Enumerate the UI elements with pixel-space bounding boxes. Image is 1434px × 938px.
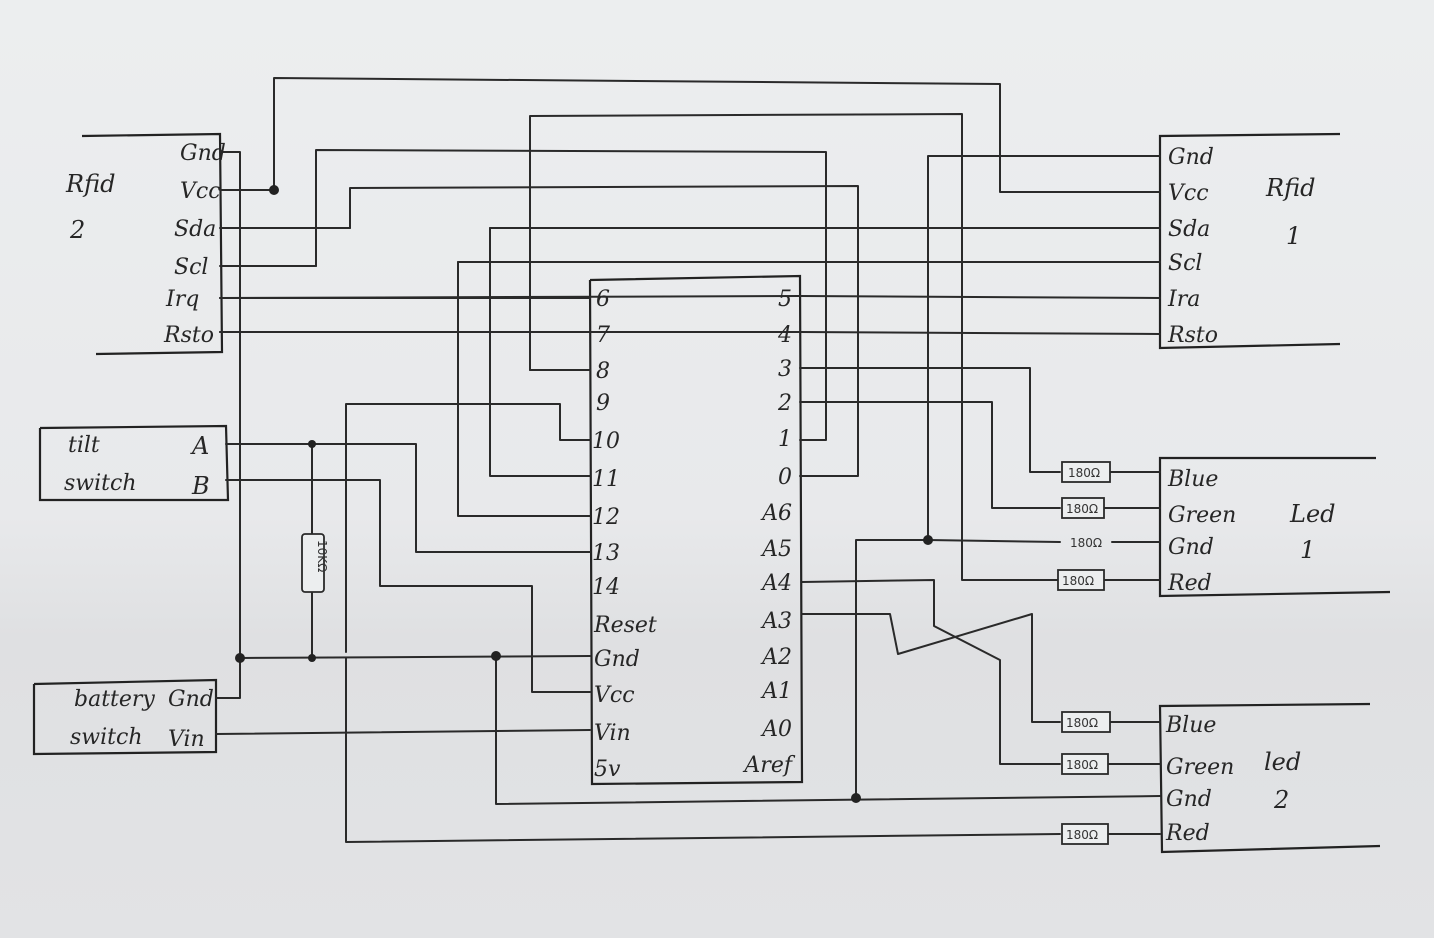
arduino-pin-a3: A3 (760, 609, 792, 634)
led1-resistor-red: 180Ω (1062, 574, 1094, 588)
rfid2-pin-vcc: Vcc (180, 179, 221, 204)
led1-pin-green: Green (1168, 503, 1236, 528)
pulldown-resistor-label: 10KΩ (315, 540, 329, 572)
arduino-pin-7: 7 (596, 323, 610, 348)
tilt-switch-box (38, 424, 230, 502)
led1-pin-gnd: Gnd (1168, 535, 1214, 560)
rfid2-labels: Rfid 2 Gnd Vcc Sda Scl Irq Rsto (65, 141, 226, 348)
battery-switch-box (32, 678, 218, 756)
arduino-pin-0: 0 (778, 465, 792, 490)
arduino-pin-1: 1 (778, 427, 792, 452)
arduino-pin-4: 4 (777, 323, 792, 348)
tilt-switch-title-line2: switch (64, 471, 137, 496)
battery-switch-pin-vin: Vin (168, 727, 205, 752)
led2-resistor-red: 180Ω (1066, 828, 1098, 842)
led1-pin-blue: Blue (1167, 467, 1218, 492)
led1-labels: Blue Green Gnd Red Led 1 (1167, 467, 1336, 596)
led1-resistor-blue: 180Ω (1068, 466, 1100, 480)
led2-labels: Blue Green Gnd Red led 2 (1165, 713, 1301, 846)
arduino-board (588, 274, 804, 786)
led2-module (1158, 702, 1381, 854)
rfid1-pin-ira: Ira (1167, 287, 1200, 312)
rfid2-pin-rsto: Rsto (163, 323, 214, 348)
tilt-switch-pin-b: B (191, 472, 210, 500)
rfid1-pin-sda: Sda (1168, 217, 1210, 242)
led2-pin-green: Green (1166, 755, 1234, 780)
tilt-switch-labels: tilt switch A B (64, 432, 210, 500)
rfid1-title: Rfid (1265, 174, 1315, 202)
arduino-pin-a6: A6 (760, 501, 792, 526)
battery-switch-pin-gnd: Gnd (168, 687, 214, 712)
rfid1-module (1158, 132, 1341, 350)
junctions (235, 185, 933, 803)
led1-resistor-gnd: 180Ω (1070, 536, 1102, 550)
led2-number: 2 (1273, 786, 1289, 814)
arduino-pin-a4: A4 (760, 571, 792, 596)
arduino-pin-12: 12 (592, 505, 620, 530)
rfid1-pin-vcc: Vcc (1168, 181, 1209, 206)
arduino-pin-8: 8 (596, 359, 610, 384)
arduino-pin-vin: Vin (594, 721, 631, 746)
battery-switch-title-line2: switch (70, 725, 143, 750)
led2-pin-red: Red (1165, 821, 1210, 846)
arduino-pin-a0: A0 (760, 717, 792, 742)
rfid1-number: 1 (1286, 222, 1301, 250)
led2-resistors: 180Ω 180Ω 180Ω (1061, 711, 1111, 845)
rfid1-pin-scl: Scl (1168, 251, 1202, 276)
rfid1-pin-rsto: Rsto (1167, 323, 1218, 348)
arduino-pin-13: 13 (592, 541, 620, 566)
arduino-pin-vcc: Vcc (594, 683, 635, 708)
arduino-pin-reset: Reset (593, 613, 657, 638)
pulldown-resistor: 10KΩ (301, 533, 329, 593)
arduino-pin-10: 10 (592, 429, 620, 454)
arduino-pin-gnd: Gnd (594, 647, 640, 672)
arduino-pin-9: 9 (596, 391, 610, 416)
led1-pin-red: Red (1167, 571, 1212, 596)
wires (215, 77, 1161, 843)
led2-resistor-blue: 180Ω (1066, 716, 1098, 730)
arduino-pin-11: 11 (592, 467, 620, 492)
arduino-pin-a2: A2 (760, 645, 792, 670)
battery-switch-title-line1: battery (74, 687, 155, 712)
rfid2-pin-gnd: Gnd (180, 141, 226, 166)
led1-number: 1 (1300, 536, 1315, 564)
arduino-pin-6: 6 (596, 287, 610, 312)
arduino-pin-a1: A1 (760, 679, 792, 704)
led2-title: led (1264, 748, 1301, 776)
tilt-switch-title-line1: tilt (68, 433, 100, 458)
led1-module (1158, 456, 1391, 598)
led1-resistors: 180Ω 180Ω 180Ω 180Ω (1057, 461, 1111, 591)
arduino-left-pins: 6 7 8 9 10 11 12 13 14 Reset Gnd Vcc Vin… (592, 287, 657, 782)
led2-pin-gnd: Gnd (1166, 787, 1212, 812)
led1-resistor-green: 180Ω (1066, 502, 1098, 516)
rfid1-labels: Gnd Vcc Sda Scl Ira Rsto Rfid 1 (1167, 145, 1315, 348)
rfid2-title: Rfid (65, 170, 115, 198)
rfid1-pin-gnd: Gnd (1168, 145, 1214, 170)
arduino-right-pins: 5 4 3 2 1 0 A6 A5 A4 A3 A2 A1 A0 Aref (742, 287, 795, 778)
arduino-pin-5v: 5v (594, 757, 621, 782)
rfid2-pin-scl: Scl (174, 255, 208, 280)
arduino-pin-3: 3 (778, 357, 792, 382)
led1-title: Led (1289, 500, 1336, 528)
rfid2-pin-irq: Irq (165, 287, 199, 312)
led2-pin-blue: Blue (1165, 713, 1216, 738)
rfid2-number: 2 (69, 216, 85, 244)
battery-switch-labels: battery switch Gnd Vin (70, 687, 214, 752)
rfid2-module (81, 132, 224, 356)
rfid2-pin-sda: Sda (174, 217, 216, 242)
arduino-pin-14: 14 (592, 575, 620, 600)
led2-resistor-green: 180Ω (1066, 758, 1098, 772)
arduino-pin-a5: A5 (760, 537, 792, 562)
tilt-switch-pin-a: A (190, 432, 209, 460)
arduino-pin-aref: Aref (742, 753, 795, 778)
arduino-pin-2: 2 (777, 391, 792, 416)
arduino-pin-5: 5 (778, 287, 792, 312)
